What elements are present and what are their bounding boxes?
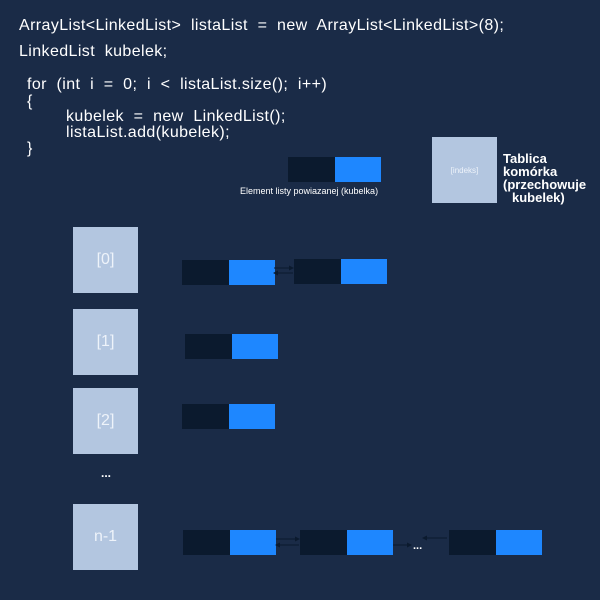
node-data-part [182, 404, 229, 429]
node-pointer-part [335, 157, 381, 182]
list-node-row0-1 [182, 260, 275, 285]
node-data-part [288, 157, 335, 182]
node-pointer-part [347, 530, 393, 555]
array-cell-last: n-1 [73, 504, 138, 570]
array-ellipsis: ... [101, 466, 112, 480]
chain-ellipsis: ... [413, 540, 423, 552]
list-node-rowlast-3 [449, 530, 542, 555]
code-line-5: kubelek = new LinkedList(); [66, 108, 286, 125]
code-line-7: } [27, 140, 33, 157]
legend-element-label: Element listy powiazanej (kubelka) [240, 186, 379, 196]
node-pointer-part [229, 260, 275, 285]
node-data-part [294, 259, 341, 284]
code-line-1: ArrayList<LinkedList> listaList = new Ar… [19, 17, 505, 34]
array-cell-1: [1] [73, 309, 138, 375]
list-node-row1-1 [185, 334, 278, 359]
legend-cell-label: [indeks] [450, 165, 479, 175]
legend-title-line-4: kubelek) [512, 190, 565, 205]
node-pointer-part [496, 530, 542, 555]
code-line-6: listaList.add(kubelek); [66, 124, 230, 141]
node-data-part [449, 530, 496, 555]
node-data-part [183, 530, 230, 555]
list-node-rowlast-1 [183, 530, 276, 555]
list-node-row2-1 [182, 404, 275, 429]
list-node-row0-2 [294, 259, 387, 284]
code-line-4: { [27, 93, 33, 110]
legend-table-title: Tablica komórka (przechowuje kubelek) [503, 152, 586, 204]
node-data-part [185, 334, 232, 359]
node-pointer-part [232, 334, 278, 359]
node-data-part [300, 530, 347, 555]
legend-title-line-2: komórka [503, 164, 558, 179]
node-pointer-part [341, 259, 387, 284]
array-cell-2: [2] [73, 388, 138, 454]
node-data-part [182, 260, 229, 285]
legend-list-node [288, 157, 381, 182]
legend-title-line-1: Tablica [503, 151, 547, 166]
code-line-2: LinkedList kubelek; [19, 43, 168, 60]
list-node-rowlast-2 [300, 530, 393, 555]
node-pointer-part [229, 404, 275, 429]
legend-array-cell: [indeks] [432, 137, 497, 203]
code-line-3: for (int i = 0; i < listaList.size(); i+… [27, 76, 328, 93]
node-pointer-part [230, 530, 276, 555]
legend-title-line-3: (przechowuje [503, 177, 587, 192]
array-cell-0: [0] [73, 227, 138, 293]
